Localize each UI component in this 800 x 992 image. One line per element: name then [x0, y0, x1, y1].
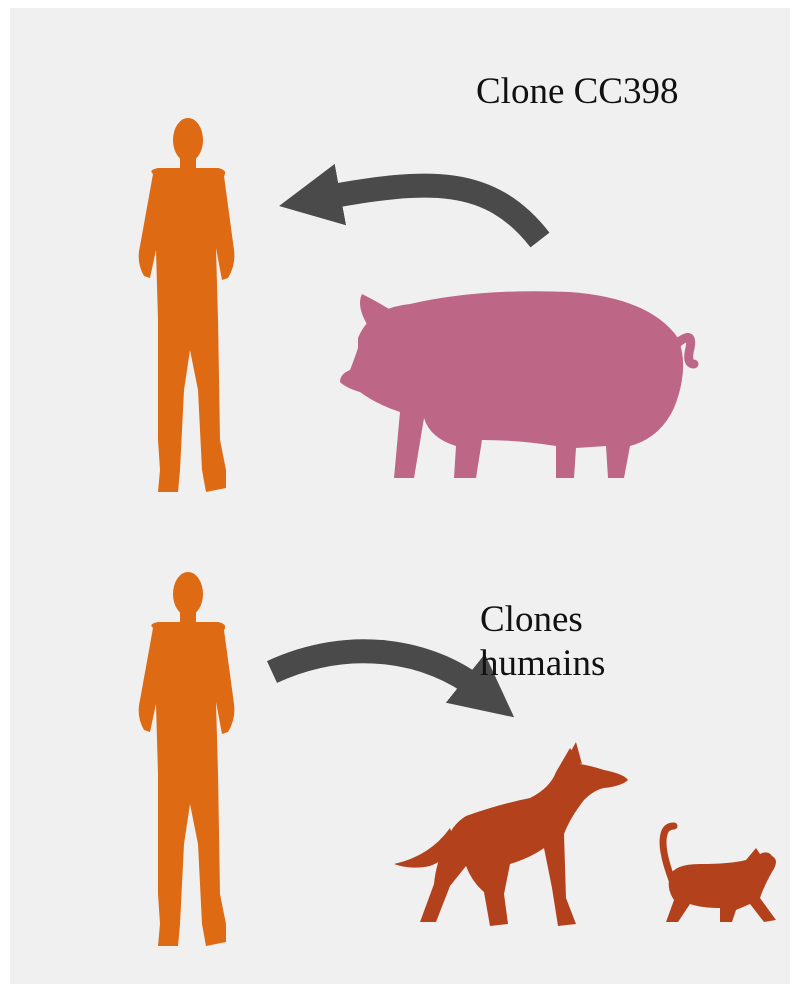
diagram-panel: Clone CC398 Clones humains — [10, 8, 790, 984]
dog-icon — [394, 742, 628, 926]
pig-icon — [340, 291, 694, 478]
cat-icon — [663, 826, 776, 922]
label-clones-humains: Clones humains — [480, 598, 670, 686]
label-clone-cc398: Clone CC398 — [476, 70, 679, 114]
transmission-arrow-top — [322, 186, 540, 240]
human-icon — [139, 572, 235, 946]
diagram-canvas — [10, 8, 790, 984]
transmission-arrow-bottom — [272, 651, 480, 690]
label-clones-humains-line1: Clones — [480, 598, 670, 642]
label-clones-humains-line2: humains — [480, 642, 670, 686]
human-icon — [139, 118, 235, 492]
